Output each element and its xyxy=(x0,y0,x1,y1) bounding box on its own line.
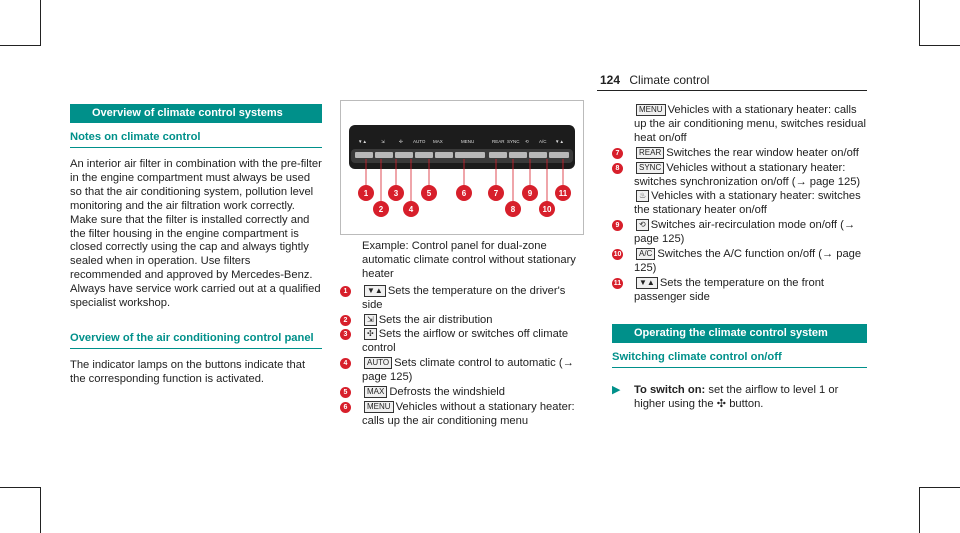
crop-mark xyxy=(919,0,920,46)
callout-5 xyxy=(421,185,437,201)
crop-mark xyxy=(0,487,40,488)
callout-1 xyxy=(358,185,374,201)
list-item: 2⇲Sets the air distribution xyxy=(340,313,585,328)
svg-text:2: 2 xyxy=(379,205,384,214)
temperature-icon: ▼▲ xyxy=(636,276,658,289)
crop-mark xyxy=(920,487,960,488)
sync-icon: SYNC xyxy=(636,161,665,174)
overview-heading: Overview of the air conditioning control… xyxy=(70,331,322,349)
callout-7 xyxy=(488,185,504,201)
stationary-heater-icon: ♨ xyxy=(636,190,650,203)
svg-text:3: 3 xyxy=(394,189,399,198)
recirculation-icon: ⟲ xyxy=(636,219,649,232)
button-label-auto: AUTO xyxy=(413,139,426,144)
page-header: 124 Climate control xyxy=(600,73,709,87)
rear-window-heater-icon: REAR xyxy=(636,146,665,159)
svg-text:11: 11 xyxy=(559,189,568,198)
crop-mark xyxy=(40,0,41,46)
list-item: 3✣Sets the airflow or switches off clima… xyxy=(340,328,585,356)
svg-text:MAX: MAX xyxy=(433,139,443,144)
list-item: 9⟲Switches air-recirculation mode on/off… xyxy=(612,219,867,247)
list-item: 11▼▲Sets the temperature on the front pa… xyxy=(612,276,825,303)
crop-mark xyxy=(0,45,40,46)
notes-heading: Notes on climate control xyxy=(70,130,322,148)
list-item: ♨Vehicles with a stationary heater: swit… xyxy=(634,190,861,217)
ac-icon: A/C xyxy=(636,248,656,261)
svg-text:9: 9 xyxy=(528,189,533,198)
step-arrow-icon: ▶ xyxy=(612,383,621,396)
callout-8 xyxy=(505,201,521,217)
menu-icon: MENU xyxy=(364,400,394,413)
crop-mark xyxy=(919,487,920,533)
callout-2 xyxy=(373,201,389,217)
auto-icon: AUTO xyxy=(364,357,393,370)
button-label-sync: SYNC xyxy=(507,139,520,144)
control-panel-illustration: ▼▲ ⇲ ✣ AUTO MAX MENU REAR SYNC ⟲ A/C ▼▲ xyxy=(349,125,575,217)
callout-9 xyxy=(522,185,538,201)
svg-text:8: 8 xyxy=(511,205,516,214)
figure-caption: Example: Control panel for dual-zone aut… xyxy=(362,240,576,280)
svg-text:⇲: ⇲ xyxy=(381,139,385,144)
header-rule xyxy=(597,90,867,91)
column-middle: Example: Control panel for dual-zone aut… xyxy=(340,240,585,430)
section-bar: Overview of climate control systems xyxy=(70,104,322,123)
temperature-icon: ▼▲ xyxy=(364,284,386,297)
svg-text:▼▲: ▼▲ xyxy=(555,139,564,144)
air-distribution-icon: ⇲ xyxy=(364,313,377,326)
svg-text:6: 6 xyxy=(462,189,467,198)
svg-text:4: 4 xyxy=(409,205,414,214)
overview-paragraph: The indicator lamps on the buttons indic… xyxy=(70,358,306,385)
list-item: 1▼▲Sets the temperature on the driver's … xyxy=(340,284,585,313)
svg-text:7: 7 xyxy=(494,189,499,198)
crop-mark xyxy=(40,487,41,533)
step-item: ▶ To switch on: set the airflow to level… xyxy=(612,383,839,410)
fan-icon: ✣ xyxy=(364,328,377,341)
control-panel-figure: ▼▲ ⇲ ✣ AUTO MAX MENU REAR SYNC ⟲ A/C ▼▲ xyxy=(340,100,584,235)
svg-text:⟲: ⟲ xyxy=(525,139,530,144)
button-label-ac: A/C xyxy=(539,139,547,144)
switching-heading: Switching climate control on/off xyxy=(612,350,867,368)
column-left: Overview of climate control systems Note… xyxy=(70,0,322,387)
callout-10 xyxy=(539,201,555,217)
svg-text:5: 5 xyxy=(427,189,432,198)
svg-text:MENU: MENU xyxy=(461,139,474,144)
page-number: 124 xyxy=(600,73,621,87)
crop-mark xyxy=(920,45,960,46)
svg-text:✣: ✣ xyxy=(399,139,403,144)
svg-text:REAR: REAR xyxy=(492,139,505,144)
svg-text:10: 10 xyxy=(543,205,552,214)
section-bar: Operating the climate control system xyxy=(612,323,867,343)
menu-icon: MENU xyxy=(636,104,666,116)
callout-6 xyxy=(456,185,472,201)
svg-text:1: 1 xyxy=(364,189,369,198)
defrost-icon: MAX xyxy=(364,386,388,399)
callout-11 xyxy=(555,185,571,201)
notes-paragraph: An interior air filter in combination wi… xyxy=(70,158,322,310)
section-title: Climate control xyxy=(629,73,710,87)
svg-text:▼▲: ▼▲ xyxy=(358,139,367,144)
callout-4 xyxy=(403,201,419,217)
callout-3 xyxy=(388,185,404,201)
